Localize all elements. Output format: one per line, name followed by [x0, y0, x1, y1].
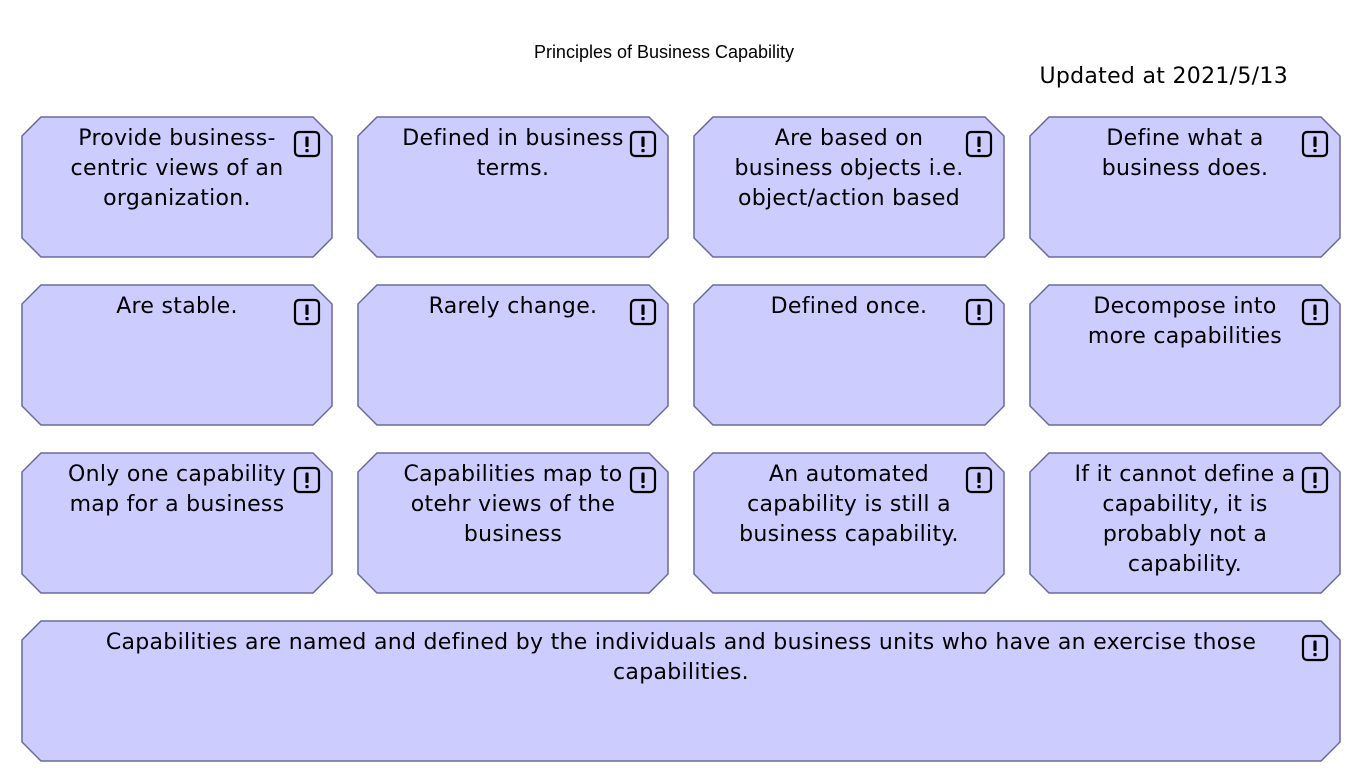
principle-card[interactable]: Capabilities map to otehr views of the b… — [357, 452, 669, 594]
principle-text: Are stable. — [116, 294, 238, 319]
card-outline — [21, 284, 333, 426]
exclamation-icon[interactable] — [293, 466, 321, 494]
card-shape — [357, 452, 669, 594]
card-shape — [693, 116, 1005, 258]
principle-text: Defined in business terms. — [402, 126, 624, 181]
card-shape — [21, 620, 1341, 762]
card-shape — [357, 284, 669, 426]
principle-text: Provide business-centric views of an org… — [70, 126, 284, 211]
diagram-title: Principles of Business Capability — [533, 42, 795, 62]
card-outline — [1029, 284, 1341, 426]
principle-card[interactable]: An automated capability is still a busin… — [693, 452, 1005, 594]
principle-card[interactable]: Capabilities are named and defined by th… — [21, 620, 1341, 762]
exclamation-icon[interactable] — [1301, 466, 1329, 494]
principle-text: Capabilities map to otehr views of the b… — [403, 462, 623, 547]
principle-card[interactable]: Define what a business does. — [1029, 116, 1341, 258]
exclamation-icon[interactable] — [1301, 130, 1329, 158]
card-outline — [21, 620, 1341, 762]
card-outline — [1029, 116, 1341, 258]
card-outline — [1029, 452, 1341, 594]
principle-card[interactable]: Only one capability map for a business — [21, 452, 333, 594]
card-shape — [693, 284, 1005, 426]
card-outline — [693, 284, 1005, 426]
card-outline — [21, 452, 333, 594]
card-shape — [1029, 116, 1341, 258]
card-outline — [357, 284, 669, 426]
principle-text: Decompose into more capabilities — [1087, 294, 1283, 349]
principle-text: Capabilities are named and defined by th… — [105, 630, 1257, 685]
principle-text: If it cannot define a capability, it is … — [1074, 462, 1296, 577]
card-shape — [1029, 452, 1341, 594]
card-outline — [693, 452, 1005, 594]
updated-date: Updated at 2021/5/13 — [1039, 64, 1288, 89]
principle-text: Only one capability map for a business — [68, 462, 286, 517]
exclamation-icon[interactable] — [1301, 298, 1329, 326]
exclamation-icon[interactable] — [965, 298, 993, 326]
card-outline — [693, 116, 1005, 258]
principle-text: Are based on business objects i.e. objec… — [734, 126, 964, 211]
principle-text: Rarely change. — [428, 294, 598, 319]
principle-card[interactable]: Defined once. — [693, 284, 1005, 426]
principle-card[interactable]: Decompose into more capabilities — [1029, 284, 1341, 426]
card-shape — [21, 116, 333, 258]
card-shape — [1029, 284, 1341, 426]
principle-card[interactable]: If it cannot define a capability, it is … — [1029, 452, 1341, 594]
card-outline — [357, 452, 669, 594]
card-shape — [357, 116, 669, 258]
principle-text: An automated capability is still a busin… — [739, 462, 959, 547]
principle-text: Defined once. — [770, 294, 928, 319]
exclamation-icon[interactable] — [293, 130, 321, 158]
card-outline — [357, 116, 669, 258]
card-shape — [21, 284, 333, 426]
card-shape — [21, 452, 333, 594]
card-outline — [21, 116, 333, 258]
exclamation-icon[interactable] — [629, 298, 657, 326]
exclamation-icon[interactable] — [629, 130, 657, 158]
exclamation-icon[interactable] — [965, 130, 993, 158]
exclamation-icon[interactable] — [629, 466, 657, 494]
card-shape — [693, 452, 1005, 594]
principle-card[interactable]: Provide business-centric views of an org… — [21, 116, 333, 258]
principle-card[interactable]: Defined in business terms. — [357, 116, 669, 258]
principle-card[interactable]: Are based on business objects i.e. objec… — [693, 116, 1005, 258]
exclamation-icon[interactable] — [293, 298, 321, 326]
exclamation-icon[interactable] — [965, 466, 993, 494]
principle-text: Define what a business does. — [1101, 126, 1269, 181]
principle-card[interactable]: Rarely change. — [357, 284, 669, 426]
principle-card[interactable]: Are stable. — [21, 284, 333, 426]
exclamation-icon[interactable] — [1301, 634, 1329, 662]
